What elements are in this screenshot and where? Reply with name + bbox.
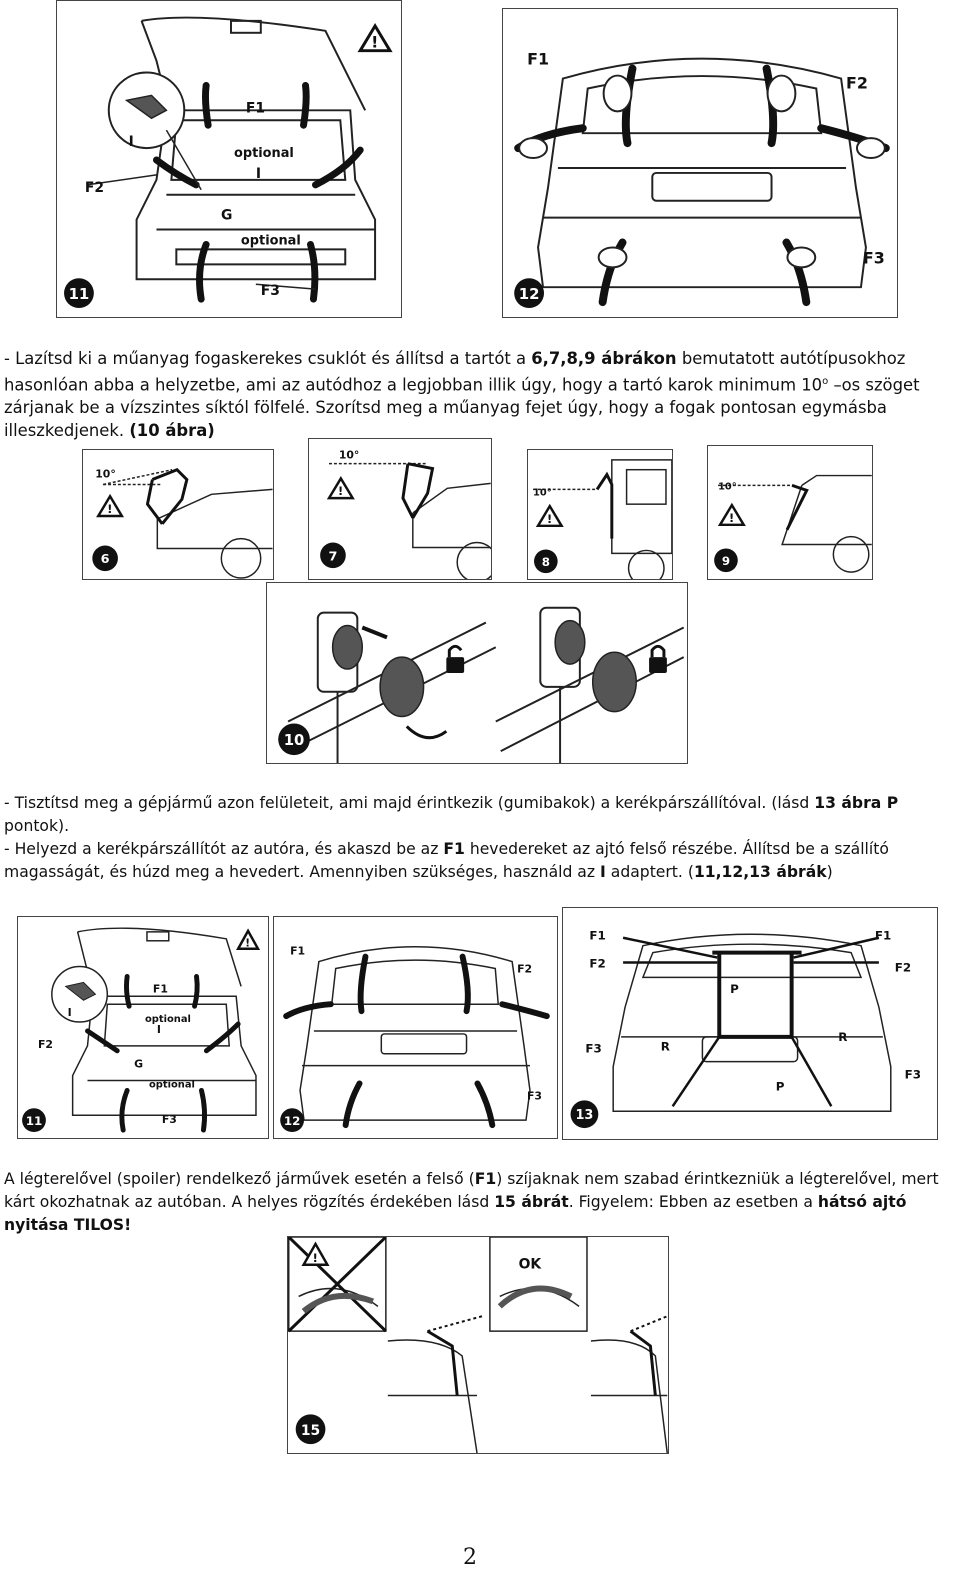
instruction-paragraph-3: A légterelővel (spoiler) rendelkező járm… [4,1170,939,1234]
angle-label: 10° [339,449,359,462]
label-f2: F2 [517,962,532,975]
figure-9: ! 10° 9 [707,445,873,580]
label-r-left: R [661,1040,670,1054]
figure-11-top: ! F1 F2 F3 G I I optional optional 11 [56,0,402,318]
figure-number: 9 [722,554,730,568]
label-i-top: I [129,134,134,150]
label-f2-right: F2 [895,960,911,974]
label-g: G [221,208,232,224]
label-optional-top: optional [145,1014,191,1025]
label-i-mid: I [256,166,261,182]
label-f3: F3 [863,248,885,267]
instruction-paragraph-2: - Tisztítsd meg a gépjármű azon felülete… [4,794,899,881]
label-f2: F2 [846,73,868,92]
figure-10: 10 [266,582,688,764]
figure-number: 7 [329,549,338,564]
label-f1: F1 [246,100,265,116]
angle-label: 10° [533,487,552,498]
figure-15: ! OK 15 [287,1236,669,1454]
figure-number: 6 [101,552,110,567]
label-f1-left: F1 [589,929,605,943]
label-optional-bottom: optional [149,1079,195,1090]
figure-6: ! 10° 6 [82,449,274,580]
label-i-top: I [68,1006,72,1019]
svg-text:!: ! [245,937,250,950]
figure-number: 12 [519,285,540,303]
figure-11-bottom: ! F1 F2 F3 G I I optional optional 11 [17,916,269,1139]
svg-text:!: ! [313,1251,318,1265]
label-optional-top: optional [234,146,294,161]
label-f1: F1 [527,50,549,69]
label-f1: F1 [290,945,305,958]
figure-number: 10 [284,732,305,749]
page-number: 2 [463,1545,477,1570]
svg-text:!: ! [338,484,343,498]
instruction-paragraph-1: - Lazítsd ki a műanyag fogaskerekes csuk… [4,349,920,441]
label-f3-right: F3 [905,1068,921,1082]
ok-label: OK [519,1257,543,1273]
svg-text:!: ! [729,511,734,525]
label-f1: F1 [153,982,168,995]
angle-label: 10° [95,468,115,481]
label-f2: F2 [85,180,104,196]
label-i-mid: I [157,1023,161,1036]
figure-number: 8 [542,555,550,569]
figure-number: 13 [575,1108,593,1123]
label-f3: F3 [162,1113,177,1126]
label-f2-left: F2 [589,956,605,970]
figure-13: F1 F1 F2 F2 F3 F3 P P R R 13 [562,907,938,1140]
label-f3: F3 [527,1089,542,1102]
figure-12-top: F1 F2 F3 12 [502,8,898,318]
svg-text:!: ! [547,512,552,526]
label-r-right: R [838,1030,847,1044]
figure-12-bottom: F1 F2 F3 12 [273,916,558,1139]
label-f2: F2 [38,1038,53,1051]
figure-number: 11 [69,285,90,303]
label-f1-right: F1 [875,929,891,943]
label-optional-bottom: optional [241,233,301,248]
figure-number: 15 [301,1423,320,1439]
figure-7: ! 10° 7 [308,438,492,580]
figure-8: ! 10° 8 [527,449,673,580]
label-g: G [134,1058,143,1071]
label-p-top: P [730,982,739,996]
label-f3: F3 [261,283,280,299]
svg-text:!: ! [107,502,112,516]
label-p-bottom: P [776,1079,785,1093]
svg-text:!: ! [371,33,378,52]
angle-label: 10° [718,481,737,492]
label-f3-left: F3 [585,1042,601,1056]
figure-number: 12 [284,1114,301,1128]
figure-number: 11 [26,1114,43,1128]
